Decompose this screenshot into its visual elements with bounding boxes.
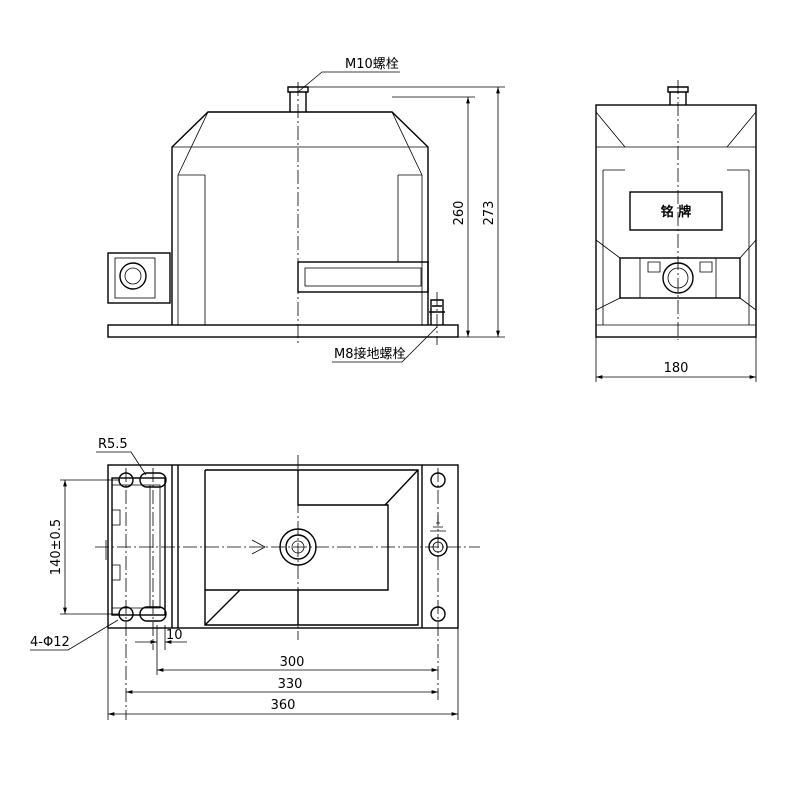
plan-view: 140±0.5 300 330 360 10 R5.5 4-Φ12 [30,437,480,720]
base-plate [107,324,459,338]
dim-140: 140±0.5 [49,519,64,575]
body-outline [171,111,429,325]
r55-label: R5.5 [98,437,128,452]
m10-bolt-label: M10螺栓 [345,57,399,72]
arrow-icon [251,539,266,555]
plan-terminal [111,477,166,616]
m8-bolt-label: M8接地螺栓 [334,346,406,362]
front-view: 260 273 M10螺栓 M8接地螺栓 [107,57,505,363]
dim-330: 330 [278,677,303,692]
dim-260: 260 [452,201,467,226]
holes-label: 4-Φ12 [30,635,70,650]
side-terminal [619,257,741,299]
nameplate [629,191,723,231]
dim-180: 180 [664,361,689,376]
nameplate-label: 铭 牌 [661,204,692,220]
left-terminal [107,252,171,304]
dim-273: 273 [482,201,497,226]
side-outline [595,104,757,338]
dim-360: 360 [271,698,296,713]
plan-outline [107,464,459,629]
dim-10: 10 [166,628,183,643]
slot [297,261,429,293]
side-view: 铭 牌 180 [595,80,757,382]
dim-300: 300 [280,655,305,670]
